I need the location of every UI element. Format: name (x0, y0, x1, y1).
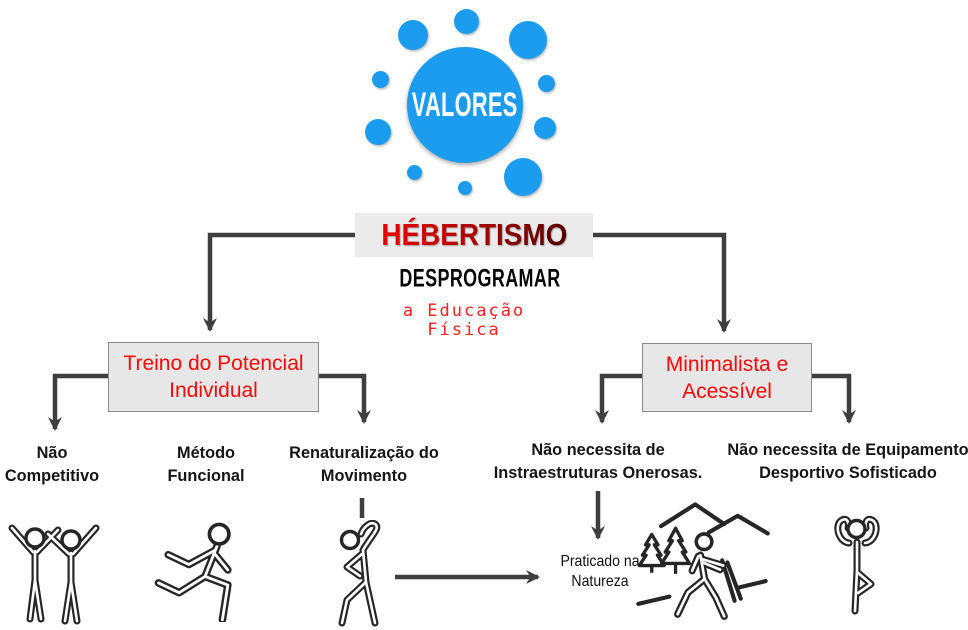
valores-dot (372, 71, 389, 88)
branch-treino-line2: Individual (169, 379, 258, 402)
connector-treino-to-nao-competitivo (48, 373, 108, 431)
valores-dot (538, 75, 555, 92)
valores-dot (398, 20, 428, 50)
praticado-na-natureza-label: Praticado na Natureza (550, 552, 650, 591)
leaf-equipamento: Não necessita de Equipamento Desportivo … (718, 438, 968, 484)
leaf-line: Método (176, 443, 236, 462)
leaf-line: Não necessita de Equipamento (727, 440, 968, 459)
leaf-line: Renaturalização do (289, 443, 439, 462)
connector-title-to-treino (203, 232, 355, 332)
branch-treino-line1: Treino do Potencial (123, 352, 304, 375)
nature-line: Natureza (571, 572, 629, 590)
leaf-nao-competitivo: Não Competitivo (0, 441, 110, 487)
leaf-line: Não (36, 443, 68, 462)
educacao-fisica-label: a Educação Física (374, 302, 554, 340)
connector-minimalista-to-equipamento (810, 373, 856, 424)
runner-icon (154, 522, 232, 622)
connector-minimalista-to-infraestruturas (595, 373, 642, 424)
hebertismo-title: HÉBERTISMO (380, 217, 568, 252)
leaf-line: Desportivo Sofisticado (759, 463, 937, 482)
branch-minimalista-box: Minimalista e Acessível (642, 343, 812, 412)
educacao-line2: Física (427, 320, 501, 340)
nature-line: Praticado na (560, 553, 640, 570)
leaf-infraestruturas: Não necessita de Instraestruturas Oneros… (488, 438, 709, 484)
valores-circle: VALORES (407, 47, 523, 163)
valores-dot (458, 181, 472, 195)
stretching-icon (338, 520, 381, 627)
pine-tree (637, 532, 666, 573)
branch-minimalista-line2: Acessível (682, 379, 772, 403)
leaf-renaturalizacao: Renaturalização do Movimento (273, 441, 455, 487)
mountain-ridge (706, 513, 770, 536)
leaf-line: Competitivo (4, 466, 100, 485)
branch-minimalista-line1: Minimalista e (665, 352, 789, 376)
valores-dot (454, 9, 479, 34)
valores-label: VALORES (412, 85, 518, 124)
hebertismo-title-box: HÉBERTISMO (355, 213, 593, 257)
leaf-line: Funcional (167, 466, 245, 485)
desprogramar-label: DESPROGRAMAR (399, 264, 561, 293)
pine-tree (659, 526, 692, 574)
valores-dot (509, 21, 547, 59)
people-celebrating-icon (8, 524, 100, 625)
leaf-line: Não necessita de (531, 440, 665, 459)
educacao-line1: a Educação (402, 301, 526, 321)
connector-title-to-minimalista (593, 232, 731, 333)
leaf-line: Movimento (320, 466, 408, 485)
branch-treino-box: Treino do Potencial Individual (108, 342, 319, 412)
ground-lines (636, 579, 768, 606)
hiking-in-nature-icon (636, 502, 770, 620)
leaf-line: Instraestruturas Onerosas. (493, 463, 703, 482)
valores-dot (365, 119, 391, 145)
connector-treino-to-renaturalizacao (317, 373, 371, 424)
leaf-metodo-funcional: Método Funcional (148, 441, 263, 487)
mountain-ridge (659, 502, 727, 529)
valores-dot (534, 117, 556, 139)
yoga-tree-pose-icon (834, 515, 880, 615)
valores-dot (407, 165, 422, 180)
valores-dot (504, 158, 542, 196)
